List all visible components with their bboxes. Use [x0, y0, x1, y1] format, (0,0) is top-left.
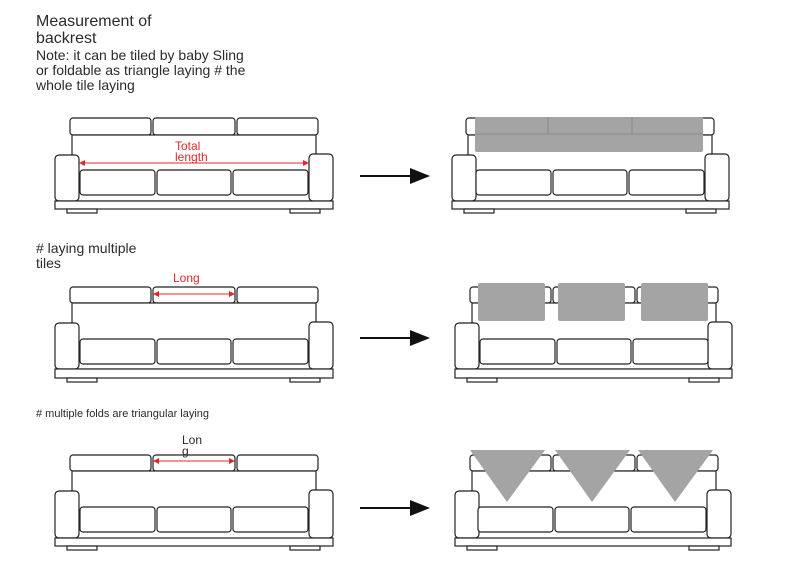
armrest-left [54, 322, 80, 370]
armrest-left [454, 322, 480, 370]
seat-cushion [232, 169, 309, 196]
seat-cushion [477, 506, 554, 533]
seat-cushion [79, 169, 156, 196]
back-cushion [69, 454, 152, 472]
seat-cushion [79, 506, 156, 533]
sofa-base [451, 200, 730, 210]
seat-cushion [479, 338, 556, 365]
sofa-leg [289, 545, 321, 551]
armrest-right [706, 489, 732, 539]
seat-cushion [554, 506, 630, 533]
diagram-title-line-2: backrest [36, 30, 97, 47]
back-cushion [236, 117, 319, 136]
back-cushion [152, 117, 236, 136]
sofa-leg [688, 377, 720, 383]
sofa-leg [688, 545, 720, 551]
diagram-title-line-1: Measurement of [36, 13, 152, 30]
cover-cushion-outline [475, 117, 703, 135]
back-cushion [152, 286, 236, 304]
seat-cushion [156, 338, 232, 365]
note-line-1: Note: it can be tiled by baby Sling [36, 47, 244, 63]
section-triangles-heading: # multiple folds are triangular laying [36, 408, 210, 420]
seat-cushion [628, 169, 705, 196]
sofa-base [54, 200, 334, 210]
seat-cushion [232, 338, 309, 365]
sofa-leg [289, 377, 321, 383]
long-label: Long [173, 271, 200, 285]
armrest-left [54, 490, 80, 539]
back-cushion [152, 454, 236, 472]
triangle-cover-2 [555, 450, 630, 502]
sofa-base [54, 537, 334, 547]
seat-cushion [79, 338, 156, 365]
sofa-base [454, 368, 733, 379]
long-label-triangle-line-1: Lon [182, 433, 203, 447]
triangle-cover-3 [638, 450, 713, 502]
total-length-label-line-2: length [175, 150, 208, 164]
sofa-leg [466, 377, 498, 383]
tile-cover-2 [558, 283, 625, 321]
sofa-row2-left [54, 286, 334, 383]
sofa-leg [289, 208, 321, 214]
sofa-leg [466, 545, 498, 551]
sofa-leg [66, 208, 98, 214]
armrest-right [308, 153, 334, 202]
sofa-leg [66, 545, 98, 551]
armrest-left [451, 154, 477, 202]
armrest-left [54, 154, 80, 202]
armrest-right [308, 321, 334, 370]
seat-cushion [232, 506, 309, 533]
seat-cushion [630, 506, 707, 533]
section-tiles-heading-line-2: tiles [36, 255, 61, 271]
seat-cushion [156, 169, 232, 196]
back-cushion [69, 117, 152, 136]
seat-cushion [475, 169, 552, 196]
back-cushion [236, 454, 319, 472]
back-cushion [69, 286, 152, 304]
tile-cover-1 [478, 283, 545, 321]
long-label-triangle-line-2: g [182, 444, 189, 458]
total-length-label-line-1: Total [175, 139, 201, 153]
seat-cushion [156, 506, 232, 533]
sofa-leg [685, 208, 717, 214]
armrest-right [308, 489, 334, 539]
note-line-3: whole tile laying [36, 77, 135, 93]
section-tiles-heading-line-1: # laying multiple [36, 240, 137, 256]
seat-cushion [556, 338, 632, 365]
armrest-right [704, 153, 730, 202]
seat-cushion [552, 169, 628, 196]
sofa-leg [463, 208, 495, 214]
triangle-cover-1 [470, 450, 545, 502]
note-line-2: or foldable as triangle laying # the [36, 62, 246, 78]
sofa-leg [66, 377, 98, 383]
seat-cushion [632, 338, 709, 365]
tile-cover-3 [641, 283, 708, 321]
armrest-right [707, 321, 733, 370]
sofa-row3-left [54, 454, 334, 551]
back-cushion [236, 286, 319, 304]
sofa-base [454, 537, 732, 547]
sofa-row1-left [54, 117, 334, 214]
armrest-left [454, 490, 480, 539]
sofa-base [54, 368, 334, 379]
